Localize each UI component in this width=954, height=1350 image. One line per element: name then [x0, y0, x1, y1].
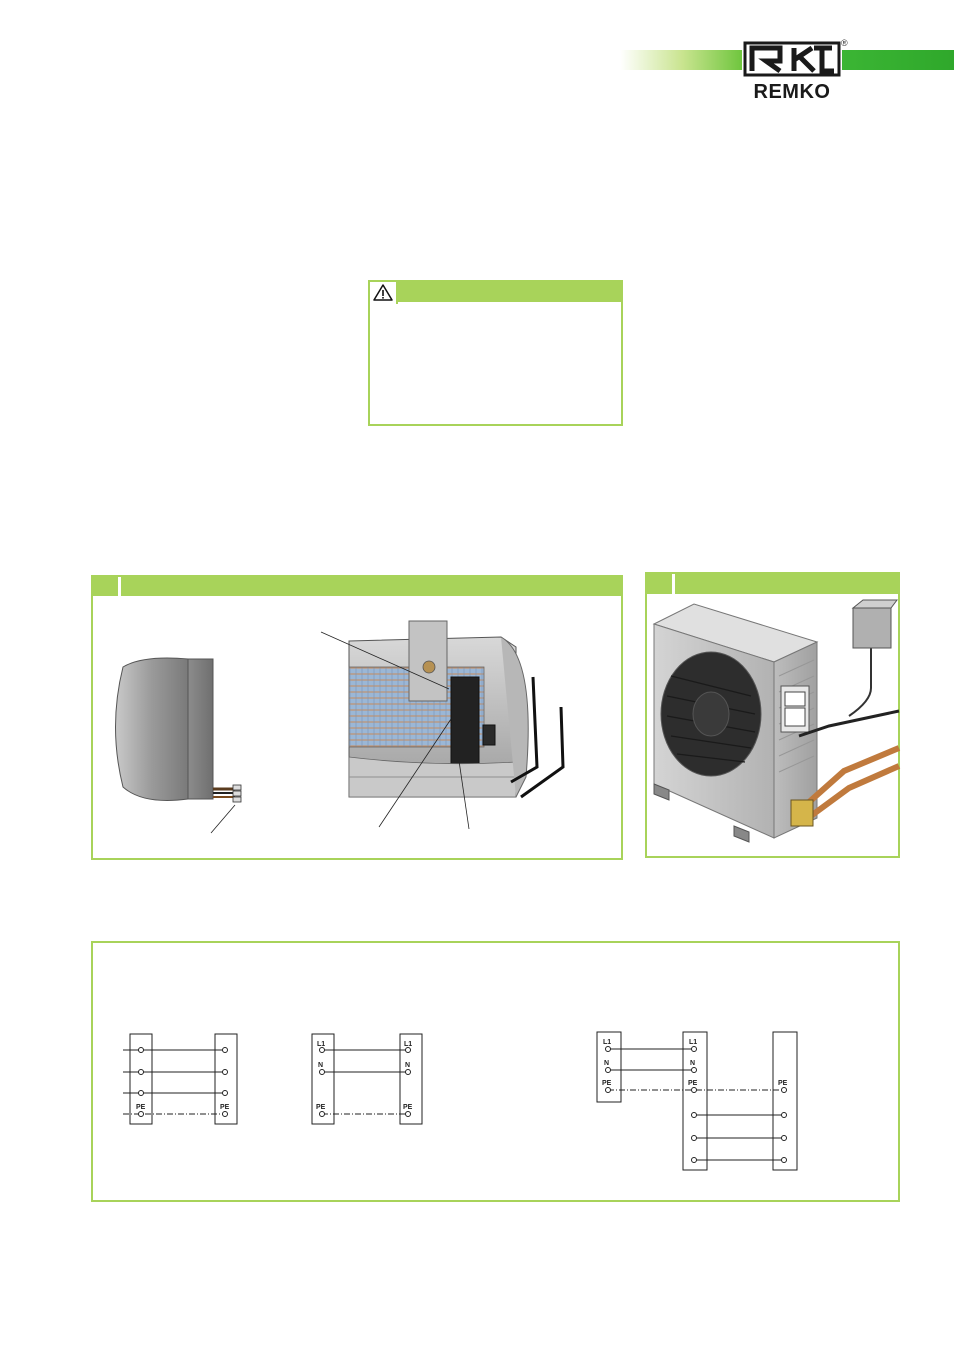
figure-number-slot — [647, 574, 675, 594]
diagram-b-left-n-label: N — [318, 1062, 323, 1069]
diagram-a-right-pe-label: PE — [220, 1104, 230, 1111]
indoor-unit-side-illustration — [115, 657, 242, 834]
warning-box-header — [370, 282, 621, 302]
wiring-diagrams-box: PE PE L1 N PE L1 N PE — [91, 941, 900, 1202]
figure-outdoor-unit — [645, 572, 901, 858]
diagram-c-middle-n-label: N — [690, 1060, 695, 1067]
diagram-b-right-l1-label: L1 — [404, 1041, 412, 1048]
figure-indoor-unit — [91, 575, 623, 860]
diagram-b-right-pe-label: PE — [403, 1104, 413, 1111]
diagram-b-right-n-label: N — [405, 1062, 410, 1069]
header-gradient-bar-right — [842, 50, 954, 70]
wiring-diagram-a: PE PE — [123, 1033, 238, 1125]
wiring-diagram-b: L1 N PE L1 N PE — [311, 1033, 423, 1125]
diagram-b-left-l1-label: L1 — [317, 1041, 325, 1048]
diagram-b-left-pe-label: PE — [316, 1104, 326, 1111]
warning-triangle-icon — [370, 282, 398, 304]
registered-mark: ® — [841, 38, 848, 48]
remko-logo: REMKO — [742, 41, 842, 103]
diagram-a-left-pe-label: PE — [136, 1104, 146, 1111]
warning-box — [368, 280, 623, 426]
diagram-c-left-l1-label: L1 — [603, 1039, 611, 1046]
header-gradient-bar-left — [620, 50, 745, 70]
diagram-c-middle-pe-label: PE — [688, 1080, 698, 1087]
figure-outdoor-unit-header — [647, 574, 898, 594]
diagram-c-left-n-label: N — [604, 1060, 609, 1067]
wiring-diagram-c: L1 N PE L1 N PE PE — [596, 1031, 798, 1171]
figure-number-slot — [93, 577, 121, 596]
figure-indoor-unit-header — [93, 577, 621, 596]
diagram-c-middle-l1-label: L1 — [689, 1039, 697, 1046]
diagram-c-left-pe-label: PE — [602, 1080, 612, 1087]
remko-logo-mark — [743, 41, 841, 77]
outdoor-unit-illustration — [652, 599, 901, 843]
diagram-c-right-pe-label: PE — [778, 1080, 788, 1087]
indoor-unit-open-illustration — [320, 620, 565, 830]
brand-wordmark: REMKO — [753, 81, 831, 103]
